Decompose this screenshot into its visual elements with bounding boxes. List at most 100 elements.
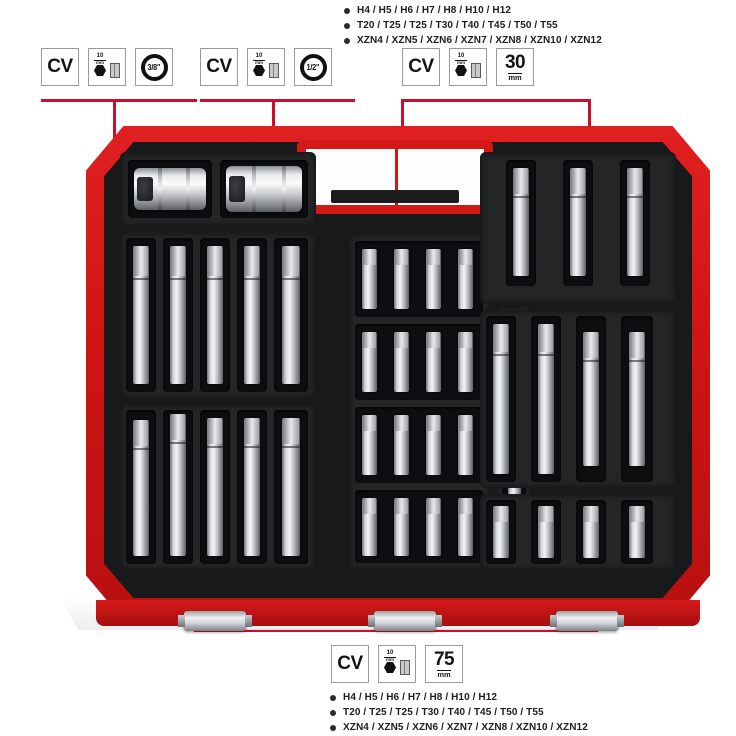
callout-bar-socket-38 [41,99,197,102]
short-bit [362,498,377,556]
bit-size-unit: mm [253,59,265,65]
hexagon-icon [253,65,265,76]
bullet-icon [344,37,350,44]
bit-tip [539,506,553,522]
case-latch-center[interactable] [368,611,442,631]
hex-bit-icon: 10 mm [251,52,281,82]
hex-bit-icon: 10 mm [382,649,412,679]
hex-bit-icon: 10 mm [92,52,122,82]
long-bit [170,246,186,384]
long-bit [538,324,554,474]
bit-tip [494,506,508,522]
bit-collar [133,278,149,280]
long-bit [493,324,509,474]
socket-ring [252,166,256,212]
bit-tip [459,249,472,265]
bit-shank-icon [110,63,120,78]
bit-tip [459,415,472,431]
bullet-icon [330,694,336,701]
cv-label: CV [337,653,363,674]
cv-label: CV [408,56,434,77]
short-bit [394,249,409,309]
badge-drive-size: 1/2" [294,48,332,86]
bit-tip [459,498,472,514]
socket-ring [158,168,162,210]
case-handle [297,140,493,214]
socket-panel [120,152,316,226]
short-bit [362,415,377,475]
bit-size-unit: mm [384,656,396,662]
bit-tip [630,332,644,358]
bit-tip [134,246,148,276]
tool-case [86,126,710,631]
badge-bit-size: 10 mm [449,48,487,86]
spec-text: T20 / T25 / T25 / T30 / T40 / T45 / T50 … [343,707,544,718]
bit-tip [171,246,185,276]
bit-tip [584,506,598,522]
right-bit-panel-upper [480,152,676,304]
long-bit [207,418,223,556]
bit-size-caption: 10 mm [455,53,467,65]
short-bit [426,498,441,556]
bit-shank-icon [400,660,410,675]
short-bit [362,332,377,392]
bit-collar [244,446,260,448]
bit-tip [571,168,585,194]
bit-tip [245,246,259,276]
bit-collar [583,360,599,362]
bit-tip [459,332,472,348]
case-latch-left[interactable] [178,611,252,631]
spec-line: XZN4 / XZN5 / XZN6 / XZN7 / XZN8 / XZN10… [330,720,588,735]
bit-tip [630,506,644,522]
bit-collar [170,442,186,444]
long-bit [629,332,645,466]
long-bit-panel-upper-left [120,232,316,398]
handle-divider [395,149,398,205]
bit-size-unit: mm [455,59,467,65]
callout-bar-bits-30 [401,99,591,102]
bit-tip [283,418,299,444]
hexagon-icon [384,662,396,673]
bit-tip [427,498,440,514]
badge-bit-size: 10 mm [247,48,285,86]
bit-size-caption: 10 mm [253,53,265,65]
spec-text: XZN4 / XZN5 / XZN6 / XZN7 / XZN8 / XZN10… [343,722,588,733]
bit-size-value: 10 [255,53,263,59]
hexagon-icon [455,65,467,76]
long-bit [570,168,586,276]
long-bit [513,168,529,276]
bit-tip [395,498,408,514]
bit-collar [629,360,645,362]
bit-size-caption: 10 mm [94,53,106,65]
bit-tip [363,415,376,431]
socket-bore [229,176,245,202]
short-bit [458,498,473,556]
short-bit [394,415,409,475]
spec-line: H4 / H5 / H6 / H7 / H8 / H10 / H12 [330,690,588,705]
length-value: 30 [505,51,526,73]
short-bit [426,332,441,392]
length-unit: mm [437,669,451,679]
bullet-icon [330,724,336,731]
length-label: 75 mm [434,650,455,679]
socket-ring [282,166,286,212]
bullet-icon [330,709,336,716]
badge-group-bits-75: CV 10 mm 75 mm [331,645,463,683]
bit-tip [584,332,598,358]
case-latch-right[interactable] [550,611,624,631]
bit-size-value: 10 [96,53,104,59]
spec-line: T20 / T25 / T25 / T30 / T40 / T45 / T50 … [330,705,588,720]
bit-size-caption: 10 mm [384,650,396,662]
bullet-icon [344,7,350,14]
right-bit-panel-lower [480,494,676,570]
badge-bit-length: 75 mm [425,645,463,683]
long-bit [282,418,300,556]
bit-tip [427,249,440,265]
bit-tip [245,418,259,444]
bit-tip [208,246,222,276]
short-bit [458,332,473,392]
spec-text: H4 / H5 / H6 / H7 / H8 / H10 / H12 [357,5,512,16]
long-bit [207,246,223,384]
socket-adapter-12 [226,166,302,212]
short-bit [362,249,377,309]
